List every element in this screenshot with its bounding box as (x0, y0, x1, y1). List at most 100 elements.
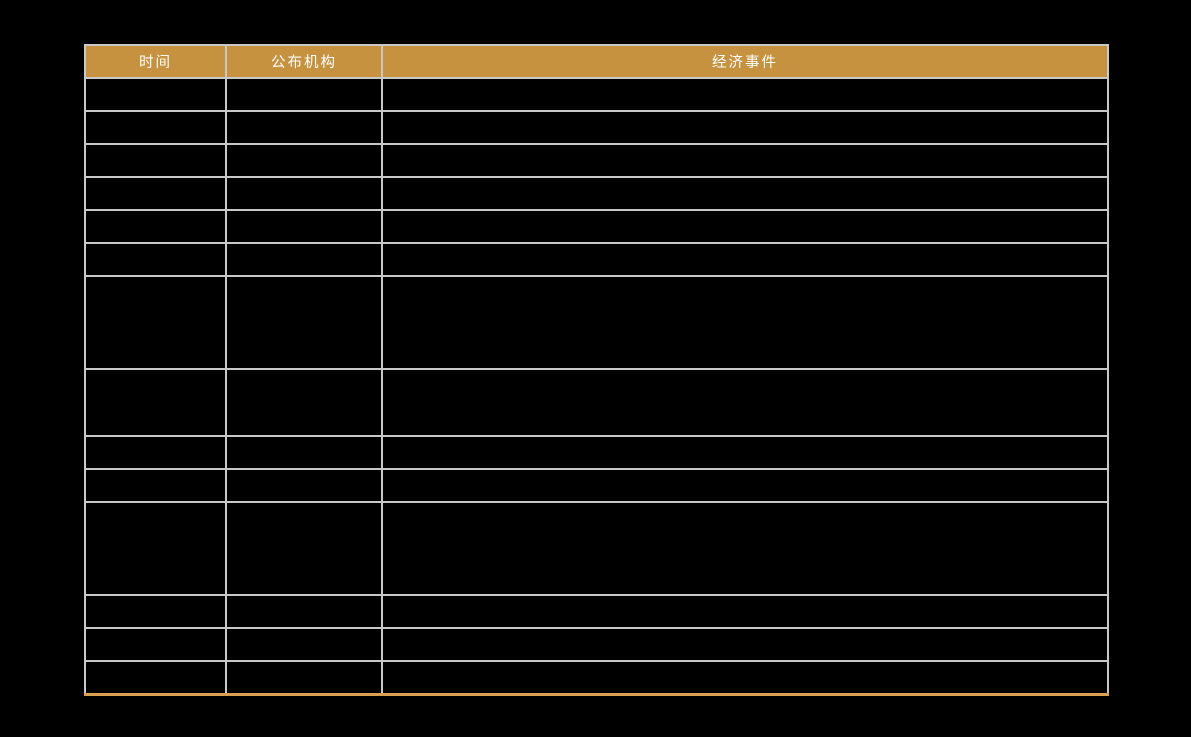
cell-time-text (92, 644, 219, 645)
table-row[interactable] (84, 111, 1109, 145)
cell-organization (225, 243, 383, 277)
cell-organization (225, 111, 383, 145)
cell-economic-event-text (391, 677, 1099, 678)
cell-organization (225, 144, 383, 178)
cell-organization (225, 276, 383, 370)
table-row[interactable] (84, 210, 1109, 244)
cell-economic-event (381, 78, 1109, 112)
cell-organization-text (233, 94, 375, 95)
cell-organization-text (233, 259, 375, 260)
cell-economic-event (381, 661, 1109, 696)
cell-time-text (92, 160, 219, 161)
cell-economic-event-text (391, 644, 1099, 645)
cell-organization-text (233, 402, 375, 403)
table-row[interactable] (84, 369, 1109, 437)
cell-economic-event (381, 276, 1109, 370)
cell-time (84, 369, 227, 437)
cell-economic-event-text (391, 611, 1099, 612)
cell-time-text (92, 259, 219, 260)
cell-organization-text (233, 160, 375, 161)
cell-time-text (92, 193, 219, 194)
cell-organization (225, 469, 383, 503)
table-row[interactable] (84, 276, 1109, 370)
cell-time (84, 177, 227, 211)
cell-economic-event-text (391, 259, 1099, 260)
cell-economic-event-text (391, 127, 1099, 128)
table-row[interactable] (84, 78, 1109, 112)
cell-organization (225, 661, 383, 696)
cell-economic-event (381, 469, 1109, 503)
cell-organization (225, 502, 383, 596)
table-row[interactable] (84, 243, 1109, 277)
cell-economic-event (381, 436, 1109, 470)
column-header-time: 时间 (84, 44, 227, 79)
table-row[interactable] (84, 144, 1109, 178)
cell-time-text (92, 485, 219, 486)
cell-economic-event (381, 369, 1109, 437)
cell-economic-event-text (391, 452, 1099, 453)
cell-time-text (92, 94, 219, 95)
cell-time (84, 144, 227, 178)
economic-events-table-container: 时间 公布机构 经济事件 (84, 44, 1109, 696)
cell-organization-text (233, 452, 375, 453)
cell-organization-text (233, 677, 375, 678)
cell-economic-event-text (391, 94, 1099, 95)
cell-time-text (92, 452, 219, 453)
cell-organization (225, 369, 383, 437)
column-header-organization: 公布机构 (225, 44, 383, 79)
cell-time-text (92, 611, 219, 612)
cell-economic-event-text (391, 322, 1099, 323)
cell-organization (225, 177, 383, 211)
cell-organization-text (233, 193, 375, 194)
cell-time (84, 111, 227, 145)
cell-time-text (92, 548, 219, 549)
economic-events-table: 时间 公布机构 经济事件 (84, 44, 1109, 696)
cell-time (84, 436, 227, 470)
cell-economic-event-text (391, 485, 1099, 486)
cell-economic-event (381, 177, 1109, 211)
cell-time-text (92, 677, 219, 678)
cell-time (84, 661, 227, 696)
column-header-economic-event: 经济事件 (381, 44, 1109, 79)
cell-economic-event-text (391, 160, 1099, 161)
cell-time (84, 243, 227, 277)
cell-organization-text (233, 611, 375, 612)
cell-economic-event (381, 243, 1109, 277)
cell-economic-event (381, 502, 1109, 596)
cell-organization (225, 628, 383, 662)
cell-economic-event-text (391, 193, 1099, 194)
cell-economic-event (381, 628, 1109, 662)
cell-organization (225, 436, 383, 470)
cell-time-text (92, 127, 219, 128)
cell-time (84, 595, 227, 629)
table-row[interactable] (84, 436, 1109, 470)
table-header-row: 时间 公布机构 经济事件 (84, 44, 1109, 79)
cell-economic-event (381, 144, 1109, 178)
cell-economic-event-text (391, 548, 1099, 549)
cell-economic-event-text (391, 402, 1099, 403)
cell-time-text (92, 226, 219, 227)
table-row[interactable] (84, 661, 1109, 696)
cell-organization (225, 595, 383, 629)
cell-time (84, 276, 227, 370)
table-body (84, 78, 1109, 696)
cell-time-text (92, 322, 219, 323)
table-row[interactable] (84, 469, 1109, 503)
cell-organization (225, 78, 383, 112)
cell-organization-text (233, 226, 375, 227)
table-row[interactable] (84, 177, 1109, 211)
cell-time (84, 469, 227, 503)
cell-economic-event (381, 595, 1109, 629)
cell-time (84, 628, 227, 662)
table-row[interactable] (84, 502, 1109, 596)
table-row[interactable] (84, 595, 1109, 629)
cell-time (84, 78, 227, 112)
cell-organization-text (233, 644, 375, 645)
table-header: 时间 公布机构 经济事件 (84, 44, 1109, 79)
cell-organization-text (233, 127, 375, 128)
table-row[interactable] (84, 628, 1109, 662)
cell-organization-text (233, 548, 375, 549)
cell-economic-event (381, 111, 1109, 145)
cell-organization-text (233, 485, 375, 486)
